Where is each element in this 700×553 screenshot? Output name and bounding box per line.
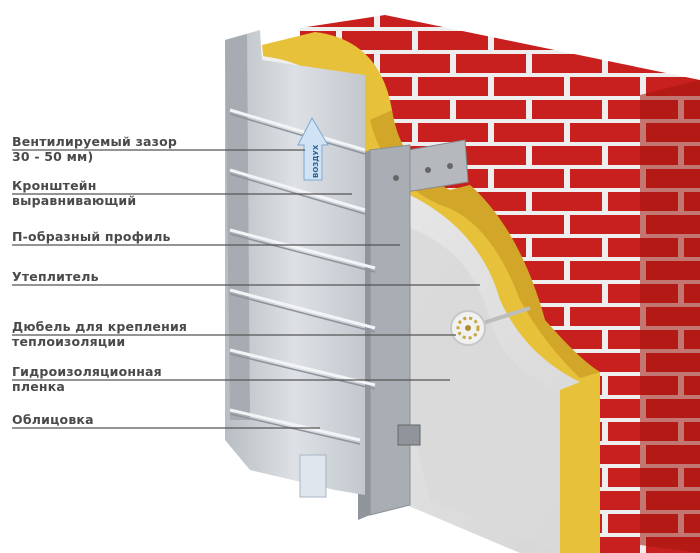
- label-cladding: Облицовка: [12, 412, 94, 427]
- label-insulation: Утеплитель: [12, 269, 99, 284]
- cladding-panels: ВОЗДУХ: [225, 30, 376, 498]
- airflow-label: ВОЗДУХ: [312, 144, 320, 178]
- dowel: [450, 306, 531, 346]
- label-bracket: Кронштейн выравнивающий: [12, 178, 137, 208]
- label-membrane: Гидроизоляционная пленка: [12, 364, 162, 394]
- label-dowel: Дюбель для крепления теплоизоляции: [12, 319, 188, 349]
- label-profile: П-образный профиль: [12, 229, 171, 244]
- leader-lines: [12, 149, 480, 429]
- label-vent-gap: Вентилируемый зазор 30 - 50 мм): [12, 134, 178, 164]
